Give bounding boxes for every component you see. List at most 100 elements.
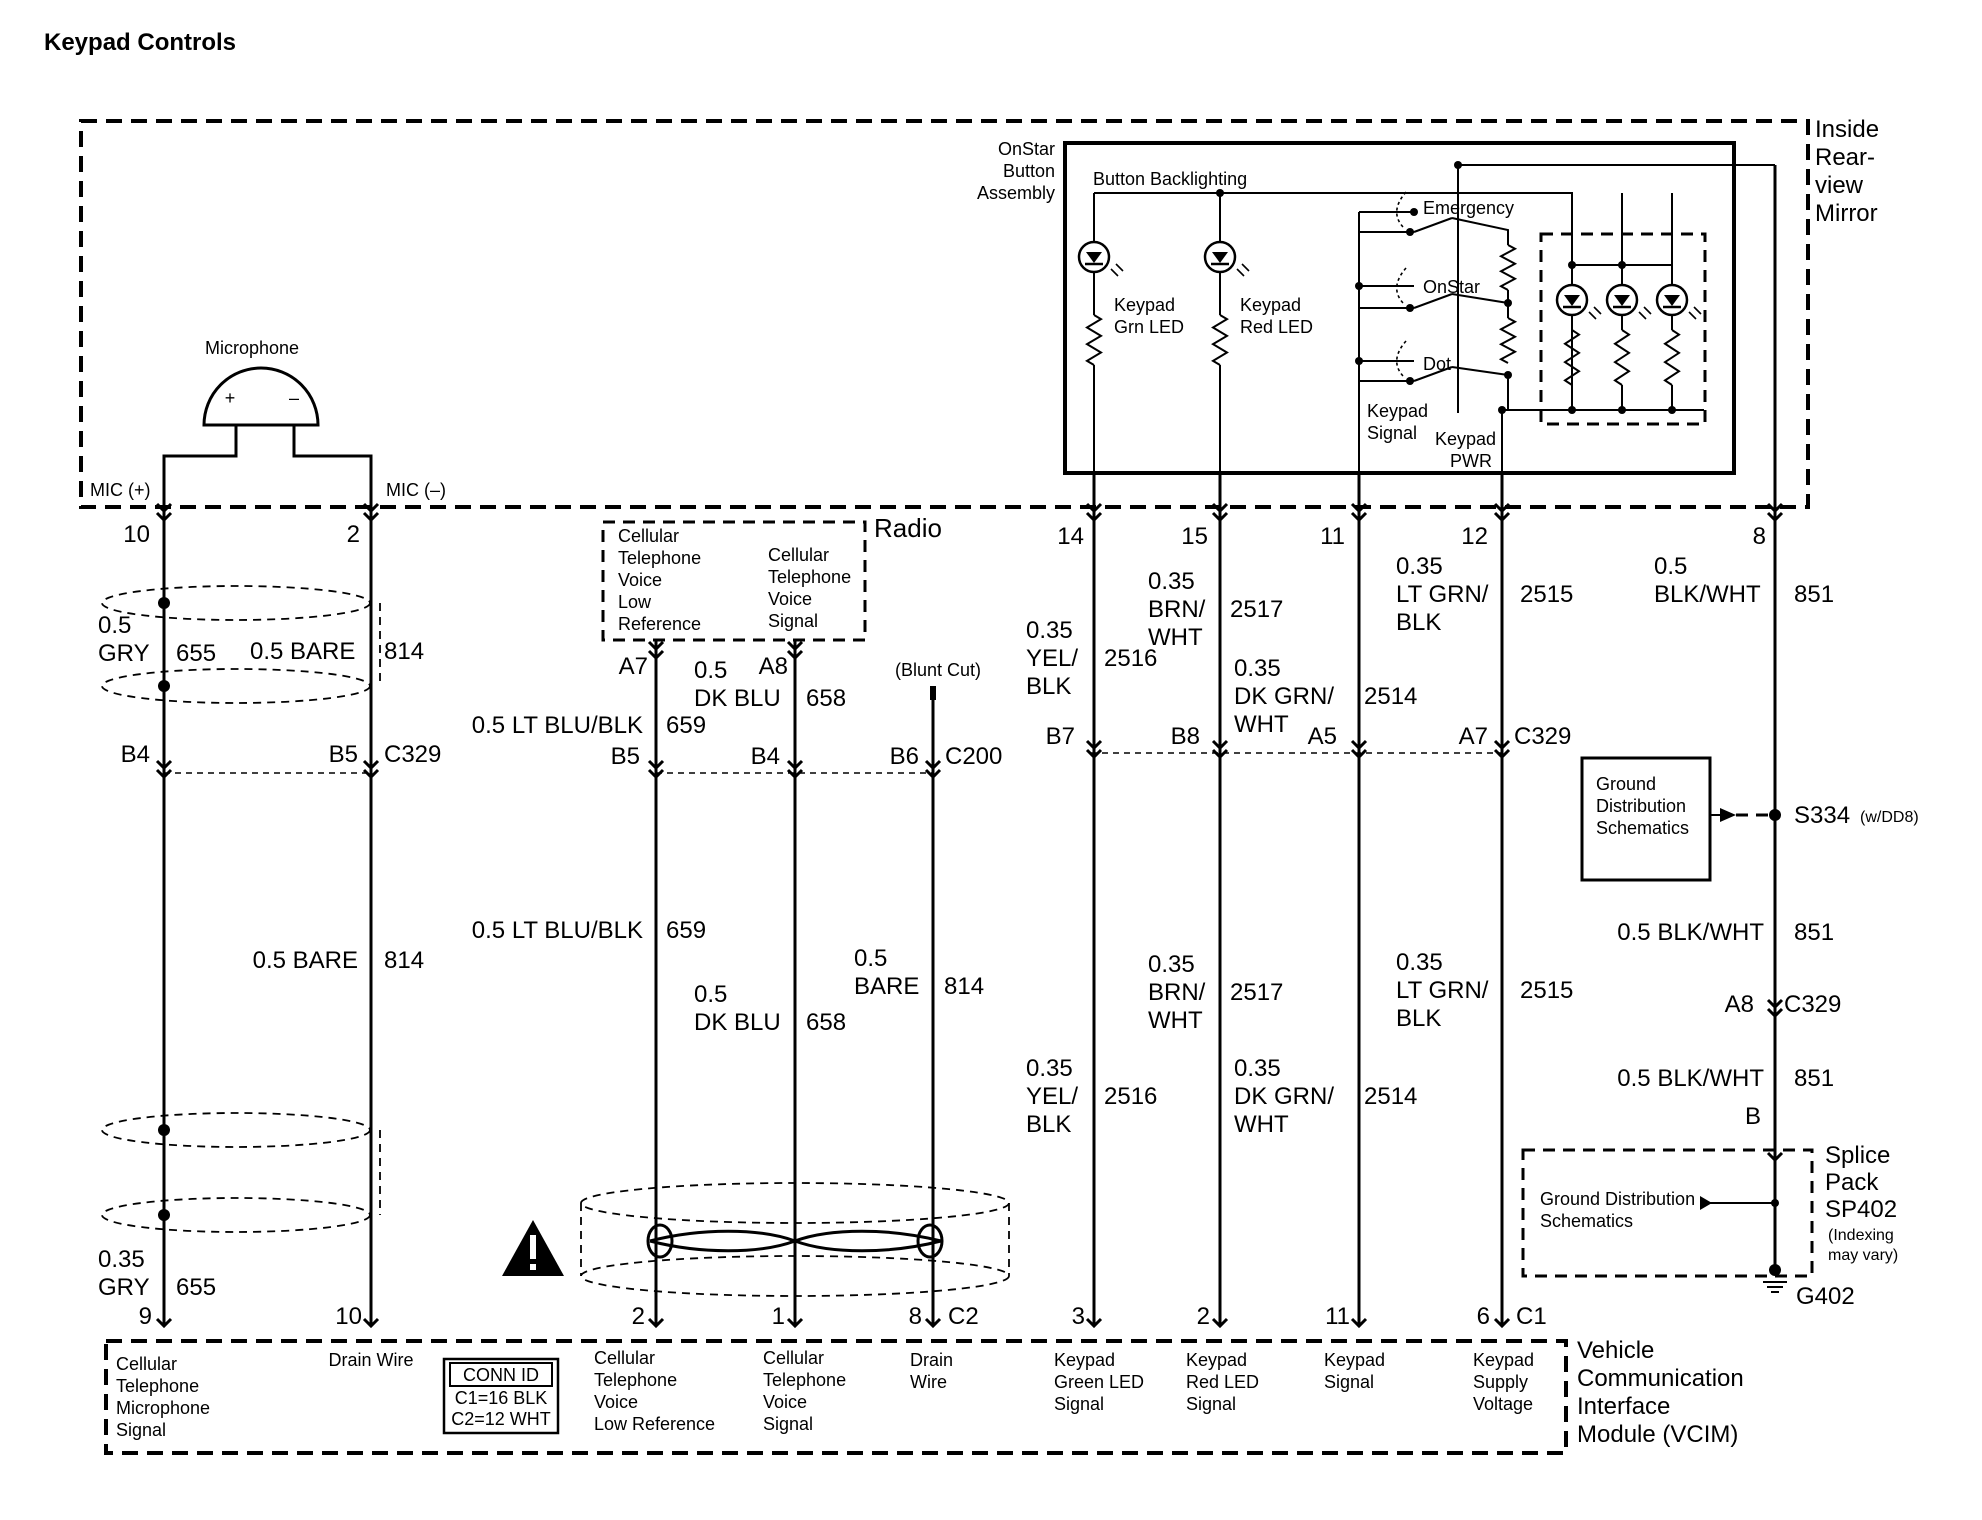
vcim-label-4: Module (VCIM) xyxy=(1577,1421,1738,1448)
pin-bottom-6: 6 xyxy=(1477,1303,1490,1330)
wires xyxy=(101,165,1787,1329)
connector-chevron xyxy=(1350,739,1368,751)
connector-chevron xyxy=(1350,511,1368,523)
wire-2516-upper-circuit: 2516 xyxy=(1104,645,1157,672)
wire-814-top-label: 0.5 BARE xyxy=(250,638,355,665)
wire-814-mid-label: 0.5 BARE xyxy=(253,947,358,974)
splice-pack-note-1: (Indexing xyxy=(1828,1227,1894,1244)
ground-distribution-box xyxy=(1580,756,1712,882)
led-triangle xyxy=(1212,252,1228,263)
vcim-kp-supply-2: Supply xyxy=(1473,1372,1528,1392)
microphone: Microphone + – MIC (+) MIC (–) xyxy=(90,338,446,500)
wire-2517-upper-color2: WHT xyxy=(1148,624,1203,651)
switch-lever xyxy=(1413,366,1453,382)
connector-chevron xyxy=(786,640,804,652)
pin-top-14: 14 xyxy=(1057,523,1084,550)
pin-bottom-3: 3 xyxy=(1072,1303,1085,1330)
connector-chevron xyxy=(1493,511,1511,523)
wire-851-top-color: BLK/WHT xyxy=(1654,581,1761,608)
led-ray xyxy=(1115,263,1124,272)
warning-icon xyxy=(502,1220,564,1276)
vcim-mic-signal-4: Signal xyxy=(116,1420,166,1440)
wire-2516-lower-color2: BLK xyxy=(1026,1111,1071,1138)
pin-top-11: 11 xyxy=(1320,523,1345,550)
connector-chevron xyxy=(1766,511,1784,523)
twist-end xyxy=(916,1223,944,1259)
junction-dot xyxy=(1568,261,1576,269)
junction-dot xyxy=(1454,161,1462,169)
connector-chevron xyxy=(924,1317,942,1329)
wire-851-top-gauge: 0.5 xyxy=(1654,553,1687,580)
pin-bottom-c1: C1 xyxy=(1516,1303,1547,1330)
vcim-kp-sig-1: Keypad xyxy=(1324,1350,1385,1370)
mic-plus-label: MIC (+) xyxy=(90,480,151,500)
vcim-red-sig-2: Red LED xyxy=(1186,1372,1259,1392)
wire-2517-upper-color1: BRN/ xyxy=(1148,596,1206,623)
pin-bottom-8: 8 xyxy=(909,1303,922,1330)
pin-top-12: 12 xyxy=(1461,523,1488,550)
vcim-grn-sig-3: Signal xyxy=(1054,1394,1104,1414)
connector-chevron xyxy=(155,502,173,514)
connector-chevron xyxy=(647,640,665,652)
pin-bottom-1: 1 xyxy=(772,1303,785,1330)
vcim-voice-low-3: Voice xyxy=(594,1392,638,1412)
connector-chevron xyxy=(1493,502,1511,514)
keypad-signal-label-2: Signal xyxy=(1367,423,1417,443)
radio-right-1: Cellular xyxy=(768,545,829,565)
microphone-label: Microphone xyxy=(205,338,299,358)
led-triangle xyxy=(1086,252,1102,263)
pin-bottom-2b: 2 xyxy=(1197,1303,1210,1330)
vcim-drain-wire: Drain Wire xyxy=(328,1350,413,1370)
splice-pack-note-2: may vary) xyxy=(1828,1247,1898,1264)
led-icon xyxy=(1655,283,1702,320)
vcim-drain2-2: Wire xyxy=(910,1372,947,1392)
wire-658-upper-color: DK BLU xyxy=(694,685,781,712)
led-icon xyxy=(1555,283,1602,320)
svg-text:–: – xyxy=(289,388,299,408)
led-triangle xyxy=(1564,295,1580,306)
wire-2516-lower-circuit: 2516 xyxy=(1104,1083,1157,1110)
shield-ellipse xyxy=(101,1112,371,1148)
keypad-signal-label-1: Keypad xyxy=(1367,401,1428,421)
resistor xyxy=(1498,317,1518,364)
ground-box-line-1: Ground xyxy=(1596,774,1656,794)
splice-pack-box xyxy=(1521,1148,1814,1278)
diagram-title: Keypad Controls xyxy=(44,29,236,56)
connector-chevron xyxy=(1766,998,1784,1010)
twist-end xyxy=(646,1223,674,1259)
connector-chevron xyxy=(786,1317,804,1329)
connector-chevron xyxy=(1766,502,1784,514)
wire-2514-lower-gauge: 0.35 xyxy=(1234,1055,1281,1082)
junction-dot xyxy=(1568,406,1576,414)
wire-2515-lower-circuit: 2515 xyxy=(1520,977,1573,1004)
connector-chevron xyxy=(1085,739,1103,751)
vcim-voice-low-1: Cellular xyxy=(594,1348,655,1368)
c329-lower-label: C329 xyxy=(1784,991,1841,1018)
led-icon xyxy=(1077,240,1124,277)
vcim-boundary xyxy=(104,1339,1568,1455)
vcim-voice-sig-2: Telephone xyxy=(763,1370,846,1390)
c200-pin-b4: B4 xyxy=(751,743,780,770)
switch-emergency-label: Emergency xyxy=(1423,198,1514,218)
wire-659-lower-circuit: 659 xyxy=(666,917,706,944)
wire-655-bottom-gauge: 0.35 xyxy=(98,1246,145,1273)
connector-chevron xyxy=(362,511,380,523)
connector-chevron xyxy=(362,759,380,771)
c329-right-pin-b8: B8 xyxy=(1171,723,1200,750)
red-led-label-2: Red LED xyxy=(1240,317,1313,337)
resistor xyxy=(1663,329,1681,386)
shield-ellipse xyxy=(101,668,371,704)
shield-ellipse xyxy=(101,1197,371,1233)
radio-label: Radio xyxy=(874,513,942,543)
wire-659-upper-circuit: 659 xyxy=(666,712,706,739)
resistor xyxy=(1085,314,1103,366)
splice-s334-note: (w/DD8) xyxy=(1860,809,1919,826)
ground-box-line-2: Distribution xyxy=(1596,796,1686,816)
wire-2516-upper-color2: BLK xyxy=(1026,673,1071,700)
ground-arrow xyxy=(1700,1196,1712,1210)
conn-id-c1: C1=16 BLK xyxy=(455,1388,548,1408)
vcim-label-2: Communication xyxy=(1577,1365,1744,1392)
connector-chevron xyxy=(1766,1007,1784,1019)
vcim-label-1: Vehicle xyxy=(1577,1337,1654,1364)
splice-s334-label: S334 xyxy=(1794,802,1850,829)
